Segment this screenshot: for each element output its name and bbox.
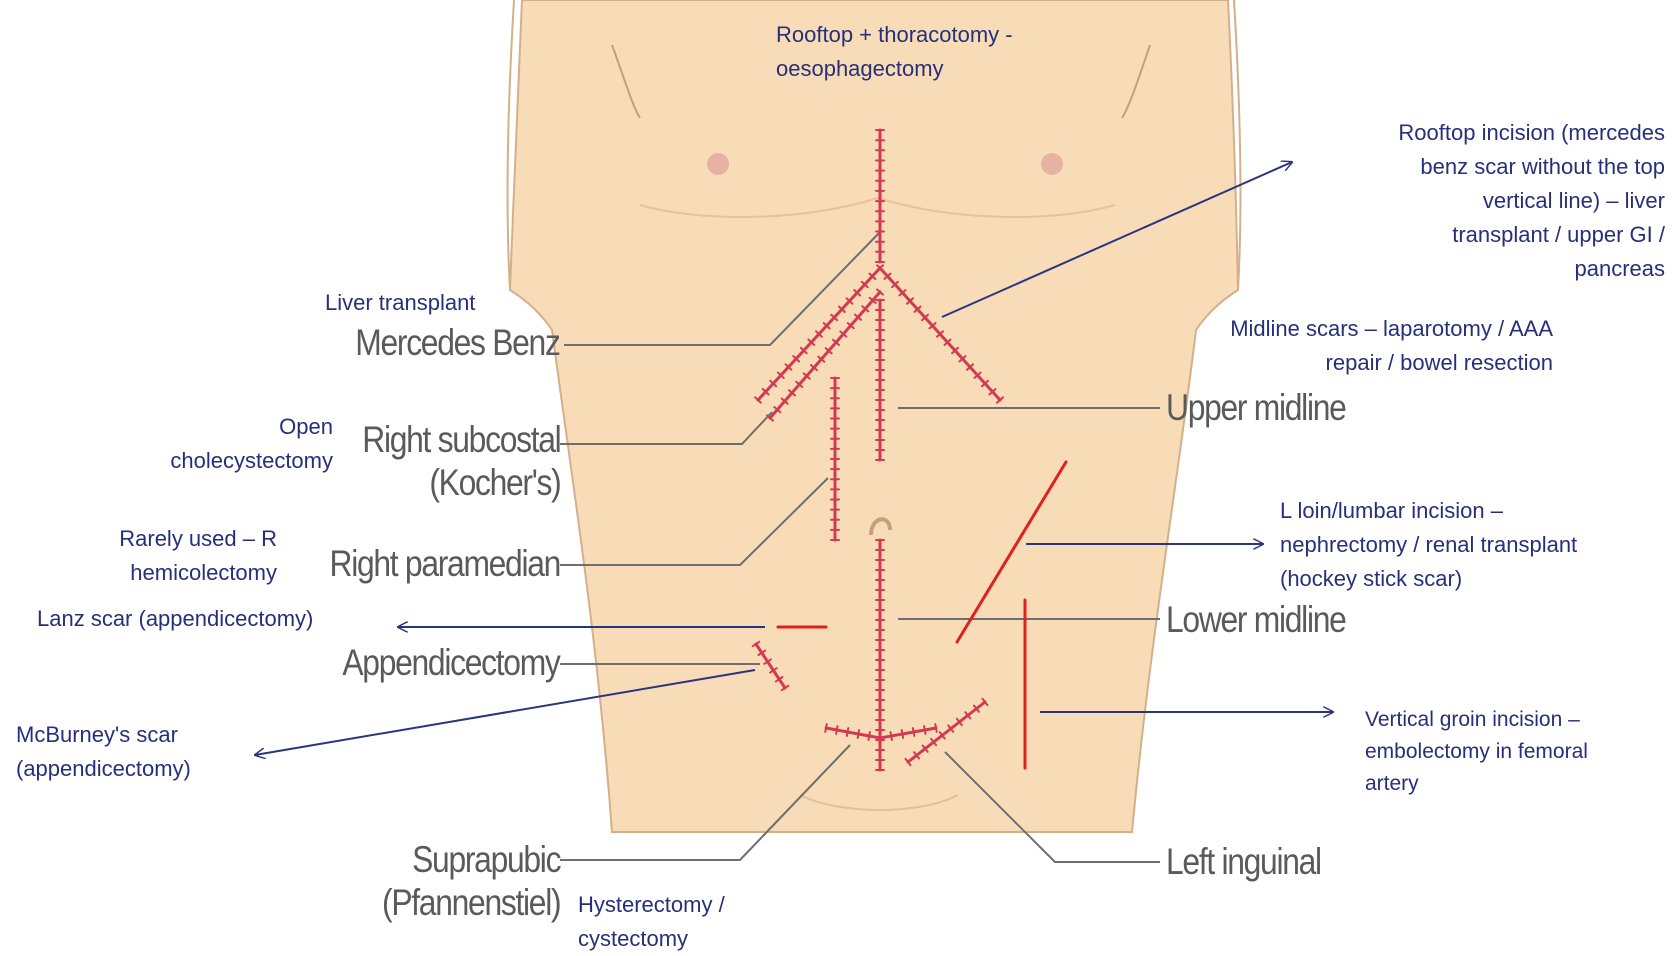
right-paramedian-label: Right paramedian [329,544,560,584]
loin-lumbar-note: L loin/lumbar incision – nephrectomy / r… [1280,494,1577,596]
suprapubic-label: Suprapubic [412,840,560,880]
left-inguinal-label: Left inguinal [1166,842,1321,882]
mercedes-benz-label: Mercedes Benz [356,323,560,363]
kochers-label: (Kocher's) [429,463,560,503]
lanz-scar-note: Lanz scar (appendicectomy) [37,602,313,636]
rooftop-thoracotomy-note: Rooftop + thoracotomy - oesophagectomy [776,18,1013,86]
torso-silhouette [510,0,1238,832]
lower-midline-label: Lower midline [1166,600,1346,640]
hysterectomy-note: Hysterectomy / cystectomy [578,888,725,956]
midline-scars-note: Midline scars – laparotomy / AAA repair … [1230,312,1553,380]
pfannenstiel-label: (Pfannenstiel) [382,883,560,923]
liver-transplant-note: Liver transplant [325,286,475,320]
upper-midline-label: Upper midline [1166,388,1346,428]
vertical-groin-note: Vertical groin incision – embolectomy in… [1365,704,1588,800]
appendicectomy-label: Appendicectomy [343,643,560,683]
open-cholecystectomy-note: Open cholecystectomy [170,410,333,478]
right-subcostal-label: Right subcostal [362,420,560,460]
rarely-used-note: Rarely used – R hemicolectomy [119,522,277,590]
rooftop-incision-note: Rooftop incision (mercedes benz scar wit… [1398,116,1665,286]
mcburney-note: McBurney's scar (appendicectomy) [16,718,191,786]
right-nipple [707,153,729,175]
left-nipple [1041,153,1063,175]
